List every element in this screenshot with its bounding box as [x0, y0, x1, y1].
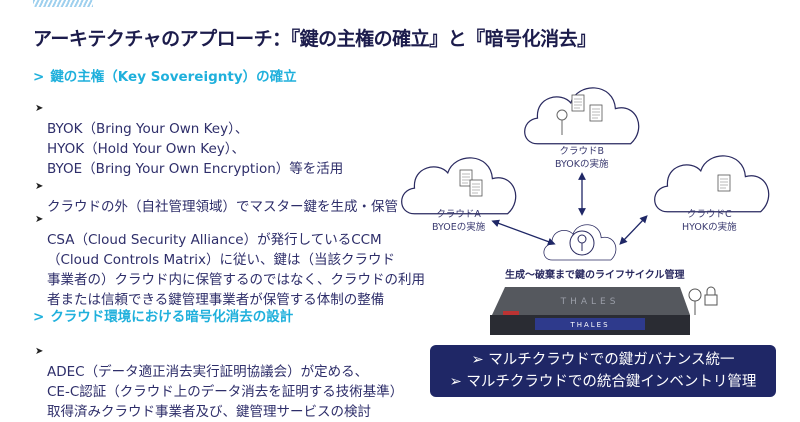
arrow-bullet-icon: ➤ [35, 103, 44, 114]
keys-lock-icon [688, 286, 718, 315]
summary-text: マルチクラウドでの鍵ガバナンス統一 [488, 352, 735, 368]
line: BYOK（Bring Your Own Key）、 [47, 121, 249, 137]
cloud-a-icon [401, 157, 517, 215]
hsm-server-image [490, 287, 690, 335]
section-heading: >鍵の主権（Key Sovereignty）の確立 [33, 69, 297, 85]
line: CSA（Cloud Security Alliance）が発行しているCCM [47, 232, 382, 248]
summary-text: マルチクラウドでの統合鍵インベントリ管理 [466, 374, 757, 390]
page-title: アーキテクチャのアプローチ：『鍵の主権の確立』と『暗号化消去』 [33, 28, 596, 50]
bullet-item: ➤BYOK（Bring Your Own Key）、 HYOK（Hold Your… [35, 97, 343, 179]
line: BYOE（Bring Your Own Encryption）等を活用 [47, 161, 344, 177]
line: HYOK（Hold Your Own Key）、 [47, 141, 246, 157]
cloud-c-icon [654, 155, 770, 213]
section-heading-text: クラウド環境における暗号化消去の設計 [50, 309, 294, 325]
cloud-b-icon [524, 87, 640, 145]
cloud-c-label: クラウドC HYOKの実施 [682, 208, 737, 234]
decorative-stripes [33, 0, 93, 7]
line: （Cloud Controls Matrix）に従い、鍵は（当該クラウド [47, 252, 395, 268]
section-heading: >クラウド環境における暗号化消去の設計 [33, 309, 294, 325]
cloud-label: HYOKの実施 [682, 222, 737, 233]
line: 取得済みクラウド事業者及び、鍵管理サービスの検討 [47, 404, 371, 420]
brand-logo-top: THALES [560, 297, 620, 307]
cloud-b-label: クラウドB BYOKの実施 [555, 145, 609, 171]
architecture-diagram: THALES THALES [401, 87, 770, 335]
cloud-name: クラウドB [559, 146, 605, 157]
brand-logo-front: THALES [569, 321, 609, 329]
arrow-bullet-icon: ➤ [35, 181, 44, 192]
section-heading-text: 鍵の主権（Key Sovereignty）の確立 [50, 69, 297, 85]
cloud-label: BYOKの実施 [555, 159, 609, 170]
connection-arrows [491, 172, 648, 246]
line: ADEC（データ適正消去実行証明協議会）が定める、 [47, 364, 369, 380]
bullet-item: ➤CSA（Cloud Security Alliance）が発行しているCCM （… [35, 208, 425, 310]
lifecycle-caption: 生成～破棄まで鍵のライフサイクル管理 [505, 270, 685, 281]
cloud-name: クラウドA [436, 209, 481, 220]
key-management-cloud-icon [543, 224, 617, 261]
summary-item: ➢ マルチクラウドでの鍵ガバナンス統一 [471, 352, 735, 368]
arrow-bullet-icon: ➤ [35, 346, 44, 357]
summary-box: ➢ マルチクラウドでの鍵ガバナンス統一 ➢ マルチクラウドでの統合鍵インベントリ… [430, 345, 776, 397]
line: 者または信頼できる鍵管理事業者が保管する体制の整備 [47, 292, 385, 308]
bullet-item: ➤クラウドの外（自社管理領域）でマスター鍵を生成・保管 [35, 175, 398, 217]
cloud-name: クラウドC [687, 209, 732, 220]
line: クラウドの外（自社管理領域）でマスター鍵を生成・保管 [47, 199, 398, 215]
line: 事業者の）クラウド内に保管するのではなく、クラウドの利用 [47, 272, 425, 288]
arrow-bullet-icon: ➤ [35, 214, 44, 225]
summary-item: ➢ マルチクラウドでの統合鍵インベントリ管理 [449, 374, 757, 390]
cloud-a-label: クラウドA BYOEの実施 [432, 208, 485, 234]
cloud-label: BYOEの実施 [432, 222, 486, 233]
line: CE-C認証（クラウド上のデータ消去を証明する技術基準） [47, 384, 404, 400]
